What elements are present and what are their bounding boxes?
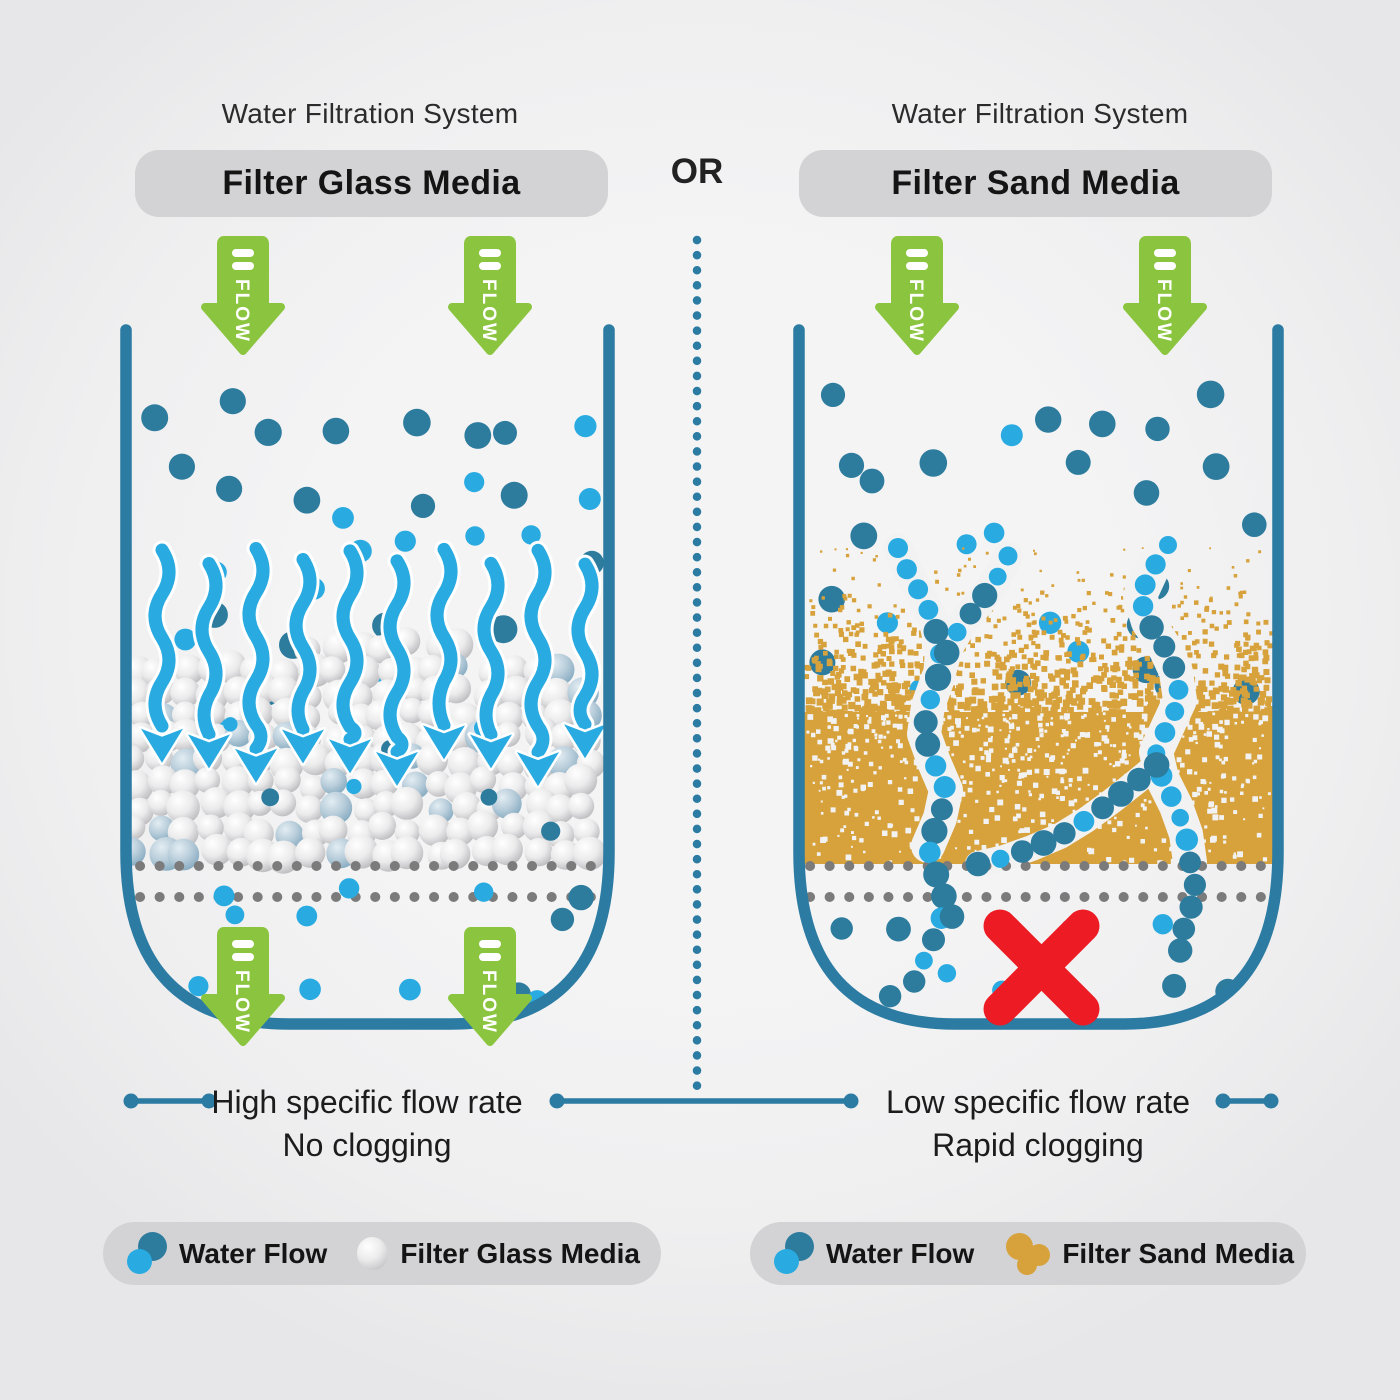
flow-arrow-in: FLOW	[201, 236, 285, 355]
flow-arrow-label: FLOW	[478, 970, 499, 1034]
flow-arrow-in: FLOW	[448, 236, 532, 355]
flow-arrow-label: FLOW	[231, 970, 252, 1034]
caption-connector-right	[1215, 1093, 1279, 1109]
flow-arrow-in: FLOW	[875, 236, 959, 355]
flow-arrow-label: FLOW	[231, 279, 252, 343]
right-caption-line2: Rapid clogging	[932, 1127, 1144, 1163]
right-media-pill: Filter Sand Media	[799, 150, 1272, 217]
legend-label: Filter Sand Media	[1062, 1237, 1295, 1269]
legend-label: Water Flow	[826, 1237, 975, 1269]
right-caption-line1: Low specific flow rate	[885, 1084, 1191, 1120]
left-vessel-outline	[120, 324, 615, 1030]
left-media-label: Filter Glass Media	[222, 164, 521, 202]
clog-x-icon	[983, 909, 1100, 1026]
left-caption-line1: High specific flow rate	[211, 1084, 523, 1120]
right-panel-title: Water Filtration System	[891, 98, 1189, 129]
legend-label: Water Flow	[179, 1237, 328, 1269]
left-panel-title: Water Filtration System	[221, 98, 519, 129]
filter-sand-media-icon	[1004, 1232, 1051, 1275]
left-drain-grid-dots	[135, 861, 602, 902]
sand-layer	[802, 528, 1274, 879]
flow-arrow-out: FLOW	[201, 927, 285, 1046]
flow-arrow-out: FLOW	[448, 927, 532, 1046]
right-drain-grid-dots	[805, 861, 1273, 902]
flow-arrow-in: FLOW	[1123, 236, 1207, 355]
flow-arrow-label: FLOW	[905, 279, 926, 343]
left-vessel-contents	[126, 388, 609, 1012]
right-media-label: Filter Sand Media	[891, 164, 1180, 202]
flow-arrow-label: FLOW	[478, 279, 499, 343]
left-caption-line2: No clogging	[282, 1127, 452, 1163]
right-vessel-contents	[802, 380, 1274, 1008]
or-label: OR	[670, 152, 724, 191]
water-channel-chains	[888, 536, 1206, 993]
caption-connector-center	[549, 1093, 859, 1109]
left-legend: Water Flow Filter Glass Media	[103, 1222, 661, 1285]
flow-arrow-label: FLOW	[1153, 279, 1174, 343]
water-flow-icon	[127, 1231, 167, 1276]
left-media-pill: Filter Glass Media	[135, 150, 608, 217]
right-vessel-outline	[793, 324, 1284, 1030]
right-legend: Water Flow Filter Sand Media	[750, 1222, 1306, 1285]
filter-glass-media-icon	[357, 1237, 389, 1270]
legend-label: Filter Glass Media	[400, 1237, 640, 1269]
caption-connector-left	[123, 1093, 217, 1109]
water-flow-icon	[774, 1231, 814, 1276]
